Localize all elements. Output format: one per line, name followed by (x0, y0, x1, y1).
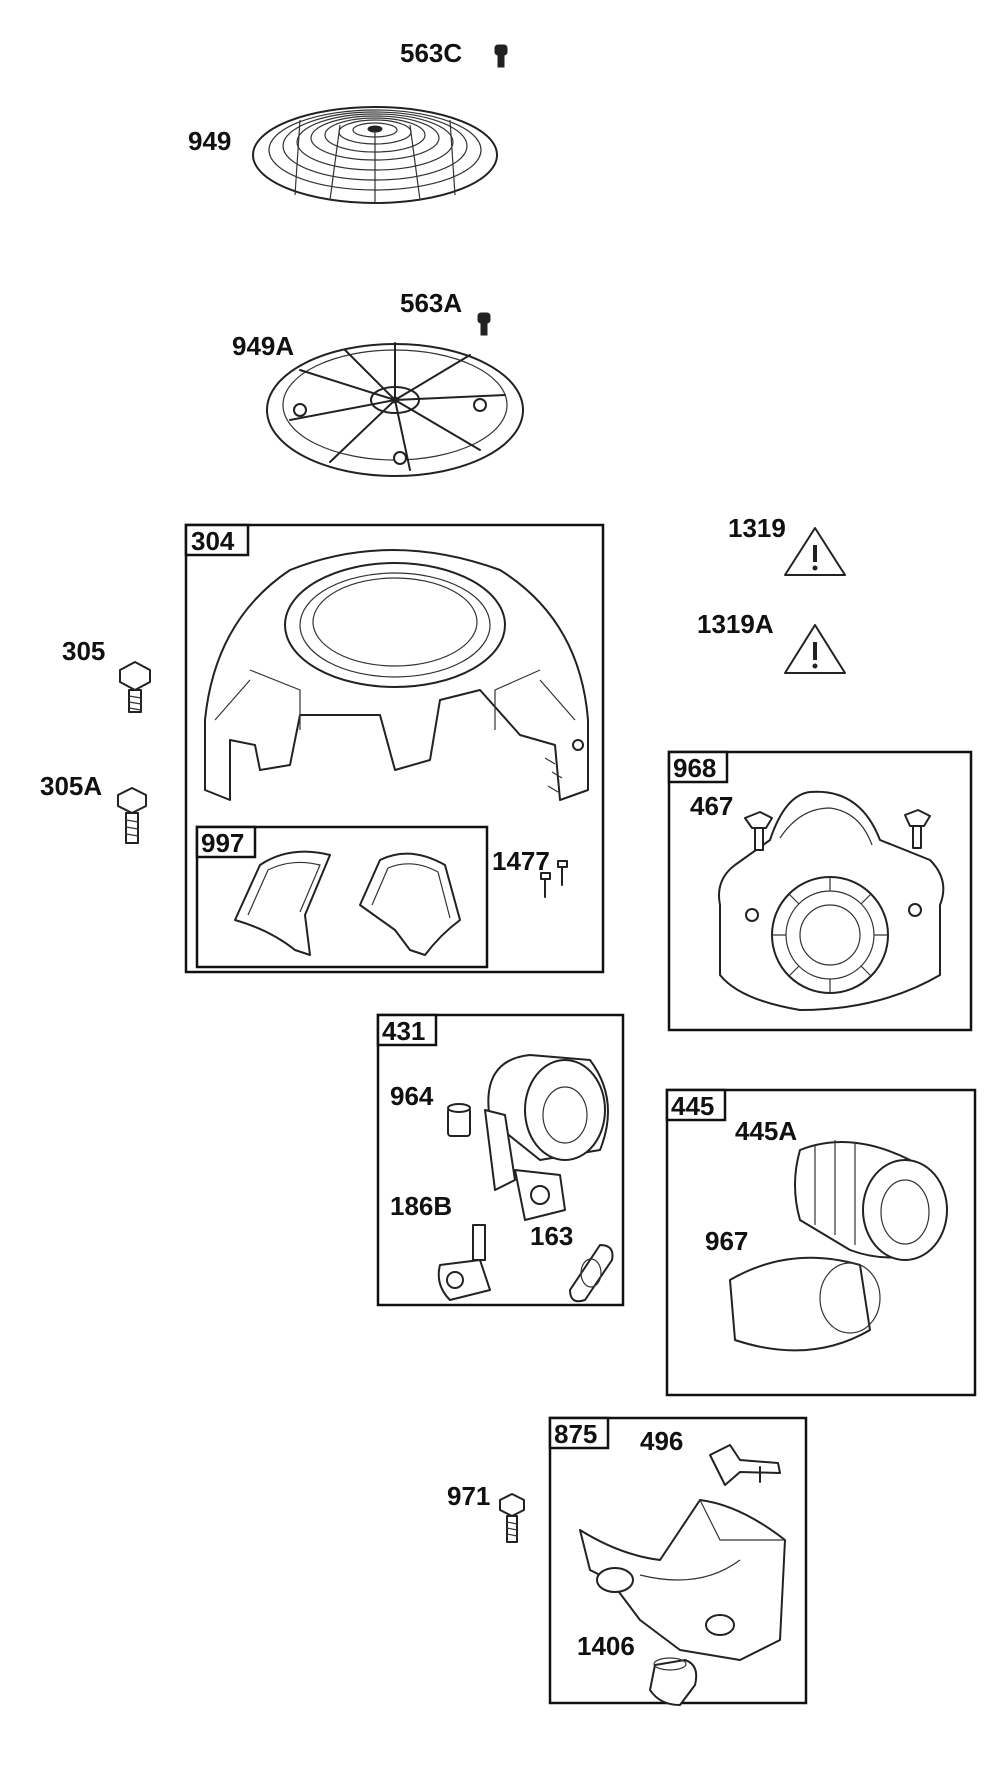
callout-305a[interactable]: 305A (40, 771, 102, 801)
callout-971[interactable]: 971 (447, 1481, 490, 1511)
box-875-tab (548, 1416, 610, 1450)
intake-housing-431[interactable] (484, 1054, 609, 1221)
box-997 (195, 825, 489, 969)
baffle-997[interactable] (234, 850, 461, 956)
callout-445a[interactable]: 445A (735, 1116, 797, 1146)
filter-445a[interactable] (794, 1140, 948, 1261)
screw-563a[interactable] (477, 312, 491, 336)
fitting-186b[interactable] (437, 1224, 491, 1301)
knob-467[interactable] (744, 809, 931, 851)
grille-949[interactable] (252, 106, 498, 204)
clip-496[interactable] (709, 1444, 781, 1486)
box-label-875[interactable]: 875 (554, 1419, 597, 1449)
box-label-968[interactable]: 968 (673, 753, 716, 783)
box-968 (667, 750, 973, 1032)
elbow-1406[interactable] (649, 1657, 698, 1706)
box-445 (665, 1088, 977, 1397)
callout-967[interactable]: 967 (705, 1226, 748, 1256)
bolt-305[interactable] (119, 661, 151, 713)
bolt-305a[interactable] (117, 787, 147, 844)
bolt-971[interactable] (499, 1493, 525, 1543)
box-label-445[interactable]: 445 (671, 1091, 714, 1121)
callout-949[interactable]: 949 (188, 126, 231, 156)
gasket-163[interactable] (569, 1244, 614, 1303)
box-304-tab (184, 523, 250, 557)
fan-949a[interactable] (266, 342, 524, 477)
air-cleaner-cover-968[interactable] (718, 790, 945, 1011)
callout-305[interactable]: 305 (62, 636, 105, 666)
tube-964[interactable] (447, 1103, 471, 1137)
pre-cleaner-967[interactable] (729, 1256, 881, 1352)
box-label-304[interactable]: 304 (191, 526, 235, 556)
box-431 (376, 1013, 625, 1307)
callout-1406[interactable]: 1406 (577, 1631, 635, 1661)
bracket-875[interactable] (579, 1499, 786, 1661)
warning-triangle-icon[interactable] (784, 624, 846, 674)
warning-triangle-icon[interactable] (784, 527, 846, 576)
box-431-tab (376, 1013, 438, 1047)
callout-1319a[interactable]: 1319A (697, 609, 774, 639)
box-997-tab (195, 825, 257, 859)
box-445-tab (665, 1088, 727, 1122)
callout-949a[interactable]: 949A (232, 331, 294, 361)
callout-964[interactable]: 964 (390, 1081, 434, 1111)
box-304 (184, 523, 605, 974)
callout-563a[interactable]: 563A (400, 288, 462, 318)
box-label-997[interactable]: 997 (201, 828, 244, 858)
callout-496[interactable]: 496 (640, 1426, 683, 1456)
screw-563c[interactable] (494, 44, 508, 68)
callout-163[interactable]: 163 (530, 1221, 573, 1251)
callout-1477[interactable]: 1477 (492, 846, 550, 876)
callout-467[interactable]: 467 (690, 791, 733, 821)
callout-186b[interactable]: 186B (390, 1191, 452, 1221)
blower-housing-304[interactable] (204, 549, 589, 801)
callout-1319[interactable]: 1319 (728, 513, 786, 543)
callout-563c[interactable]: 563C (400, 38, 462, 68)
screws-1477[interactable] (540, 860, 568, 898)
box-label-431[interactable]: 431 (382, 1016, 425, 1046)
box-968-tab (667, 750, 729, 784)
